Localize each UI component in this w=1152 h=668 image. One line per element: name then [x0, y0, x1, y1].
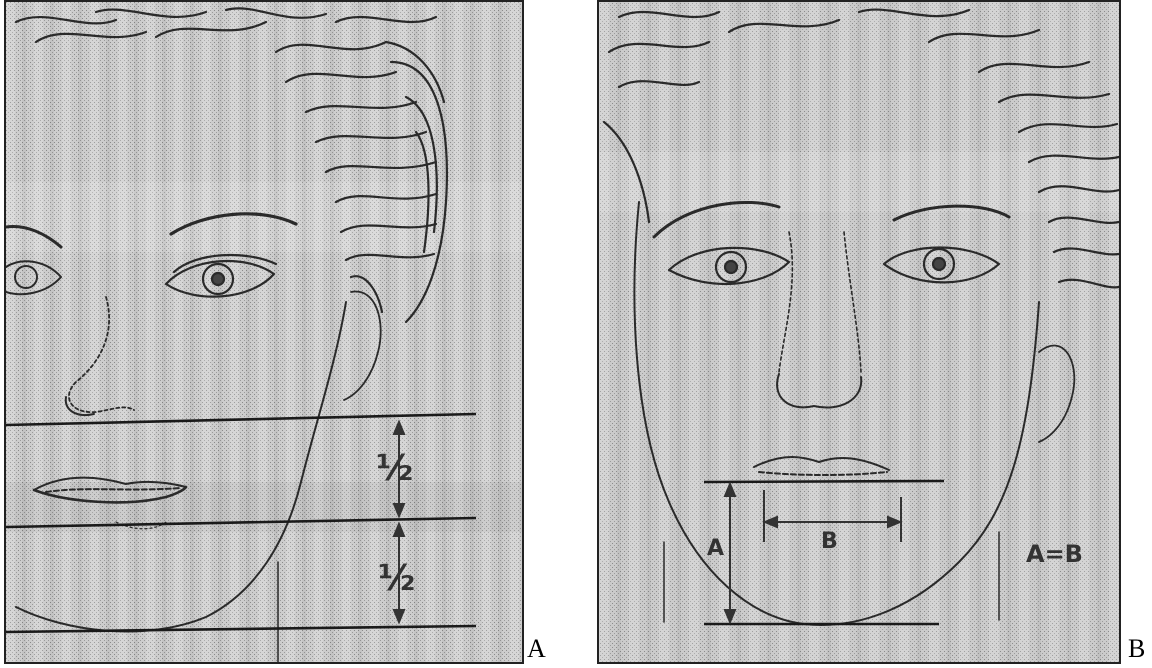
panel-b-label: B: [1128, 636, 1145, 662]
measure-a-label: A: [707, 536, 724, 561]
measure-b-label: B: [821, 529, 838, 554]
equation-label: A=B: [1026, 540, 1083, 568]
panel-a-label: A: [527, 636, 546, 662]
paper-blotch: [599, 152, 1121, 212]
half-label-upper: ½: [376, 448, 413, 489]
panel-a-face-three-quarter: ½ ½: [4, 0, 524, 664]
panel-a-drawing: ½ ½: [6, 2, 524, 664]
panel-b-drawing: A B A=B: [599, 2, 1121, 664]
half-label-lower: ½: [378, 558, 415, 599]
guide-line-mouth: [704, 481, 944, 482]
panel-b-face-frontal: A B A=B: [597, 0, 1121, 664]
